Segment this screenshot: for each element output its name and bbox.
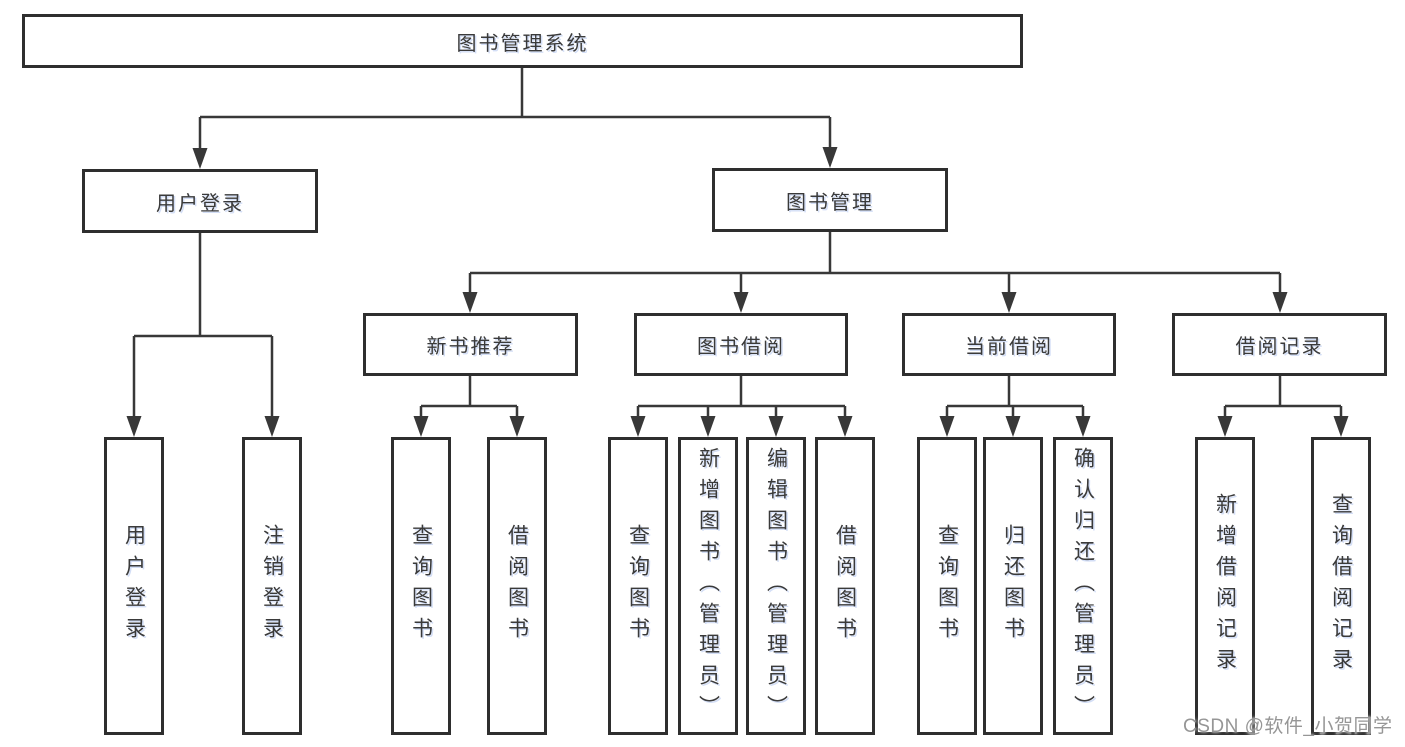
leaf-query-book-1: 查询图书 (391, 437, 451, 735)
leaf-query-borrow-record: 查询借阅记录 (1311, 437, 1371, 735)
leaf-query-book-2: 查询图书 (608, 437, 668, 735)
node-book-borrow: 图书借阅 (634, 313, 848, 376)
node-user-login: 用户登录 (82, 169, 318, 233)
leaf-user-login: 用户登录 (104, 437, 164, 735)
node-book-management: 图书管理 (712, 168, 948, 232)
leaf-borrow-book-2: 借阅图书 (815, 437, 875, 735)
connector-root-to-level2 (192, 68, 838, 169)
connector-new-book-children (413, 376, 525, 437)
connector-user-login-children (126, 233, 280, 437)
leaf-add-book-admin: 新增图书（管理员） (678, 437, 738, 735)
leaf-add-borrow-record: 新增借阅记录 (1195, 437, 1255, 735)
leaf-borrow-book-1: 借阅图书 (487, 437, 547, 735)
connector-book-mgmt-to-level3 (462, 232, 1288, 313)
leaf-return-book: 归还图书 (983, 437, 1043, 735)
node-borrow-record: 借阅记录 (1172, 313, 1387, 376)
node-root-system: 图书管理系统 (22, 14, 1023, 68)
connector-book-borrow-children (630, 376, 853, 437)
leaf-confirm-return-admin: 确认归还（管理员） (1053, 437, 1113, 735)
node-current-borrow: 当前借阅 (902, 313, 1116, 376)
leaf-query-book-3: 查询图书 (917, 437, 977, 735)
csdn-watermark: CSDN @软件_小贺同学 (1183, 716, 1393, 737)
connector-current-borrow-children (939, 376, 1091, 437)
node-new-book-recommend: 新书推荐 (363, 313, 578, 376)
leaf-edit-book-admin: 编辑图书（管理员） (746, 437, 806, 735)
connector-borrow-record-children (1217, 376, 1349, 437)
leaf-logout: 注销登录 (242, 437, 302, 735)
